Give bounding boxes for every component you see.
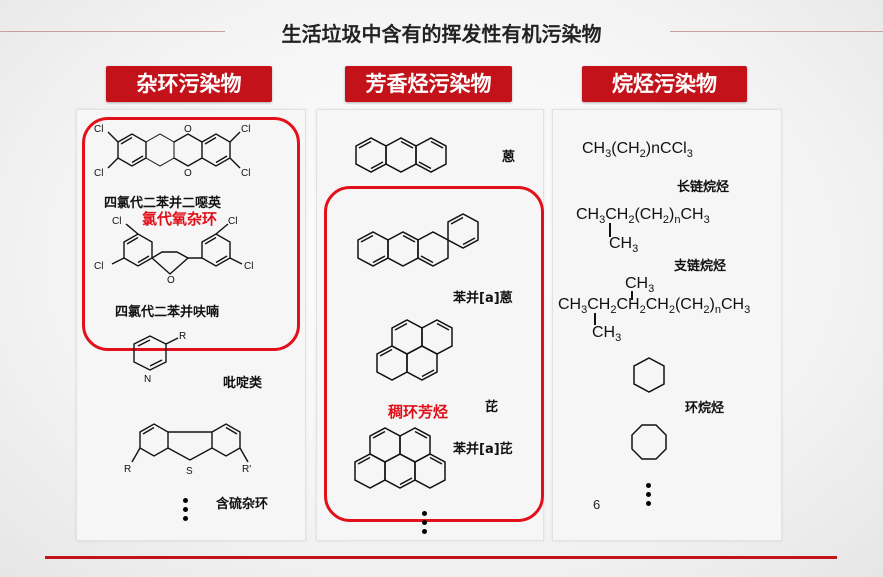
label-benz-a-anthracene: 苯并[a]蒽 xyxy=(453,291,513,306)
cyclohexane-structure-icon xyxy=(633,357,665,393)
dibenzothiophene-structure-icon: R S R' xyxy=(124,423,251,477)
atom-label: S xyxy=(186,466,193,477)
atom-label: O xyxy=(184,168,192,179)
cyclooctane-structure-icon xyxy=(631,424,667,460)
label-chlorinated-oxa: 氯代氧杂环 xyxy=(142,210,218,228)
formula-branched-1: CH3CH2(CH2)nCH3 xyxy=(576,206,710,227)
formula-branch-methyl-1: CH3 xyxy=(609,235,639,256)
page-title: 生活垃圾中含有的挥发性有机污染物 xyxy=(281,22,602,46)
atom-label: Cl xyxy=(228,216,237,227)
bond-line xyxy=(594,313,596,325)
atom-label: Cl xyxy=(112,216,121,227)
ellipsis-vertical-icon xyxy=(646,483,651,510)
atom-label: O xyxy=(167,275,175,286)
tcdf-structure-icon: Cl Cl Cl Cl O xyxy=(94,216,253,286)
pyridine-structure-icon: R N xyxy=(133,331,186,385)
label-fused-ring: 稠环芳烃 xyxy=(388,403,449,421)
tcdd-structure-icon: Cl Cl Cl Cl O O xyxy=(94,124,250,179)
label-tcdd: 四氯代二苯并二噁英 xyxy=(104,196,222,211)
anthracene-structure-icon xyxy=(355,137,447,173)
highlight-fused-ring xyxy=(324,186,544,522)
label-cycloalkane: 环烷烃 xyxy=(685,401,725,416)
ellipsis-vertical-icon xyxy=(183,498,188,525)
highlight-chlorinated-oxa xyxy=(82,117,300,351)
label-benzo-a-pyrene: 苯并[a]芘 xyxy=(453,442,513,457)
bottom-rule xyxy=(45,556,837,559)
label-tcdf: 四氯代二苯并呋喃 xyxy=(115,305,220,320)
formula-long-chain: CH3(CH2)nCCl3 xyxy=(582,140,693,161)
page-number: 6 xyxy=(593,497,601,512)
bond-line xyxy=(609,223,611,237)
category-aromatic: 芳香烃污染物 xyxy=(345,66,512,102)
label-anthracene: 蒽 xyxy=(502,150,516,165)
label-sulfur-hetero: 含硫杂环 xyxy=(216,497,269,512)
label-pyrene: 芘 xyxy=(485,400,499,415)
category-alkane: 烷烃污染物 xyxy=(582,66,747,102)
category-heterocyclic: 杂环污染物 xyxy=(106,66,272,102)
label-long-chain: 长链烷烃 xyxy=(677,180,730,195)
atom-label: Cl xyxy=(241,168,250,179)
formula-branch-methyl-3: CH3 xyxy=(592,324,622,345)
panel-alkane xyxy=(552,109,782,541)
atom-label: R xyxy=(179,331,186,342)
title-rule-left xyxy=(0,31,225,32)
formula-branch-methyl-2: CH3 xyxy=(625,275,655,296)
panel-heterocyclic xyxy=(76,109,306,541)
bond-line xyxy=(631,291,633,300)
atom-label: Cl xyxy=(241,124,250,135)
atom-label: N xyxy=(144,374,151,385)
atom-label: Cl xyxy=(244,261,253,272)
label-branched: 支链烷烃 xyxy=(674,259,727,274)
title-rule-right xyxy=(670,31,883,32)
atom-label: R xyxy=(124,464,131,475)
atom-label: Cl xyxy=(94,168,103,179)
pyrene-structure-icon xyxy=(376,319,453,381)
atom-label: R' xyxy=(242,464,251,475)
benz-a-anthracene-structure-icon xyxy=(357,213,479,267)
ellipsis-vertical-icon xyxy=(422,511,427,538)
label-pyridines: 吡啶类 xyxy=(223,376,263,391)
benzo-a-pyrene-structure-icon xyxy=(354,427,446,489)
formula-branched-2: CH3CH2CH2CH2(CH2)nCH3 xyxy=(558,296,751,317)
panel-aromatic xyxy=(316,109,544,541)
atom-label: Cl xyxy=(94,261,103,272)
atom-label: O xyxy=(184,124,192,135)
